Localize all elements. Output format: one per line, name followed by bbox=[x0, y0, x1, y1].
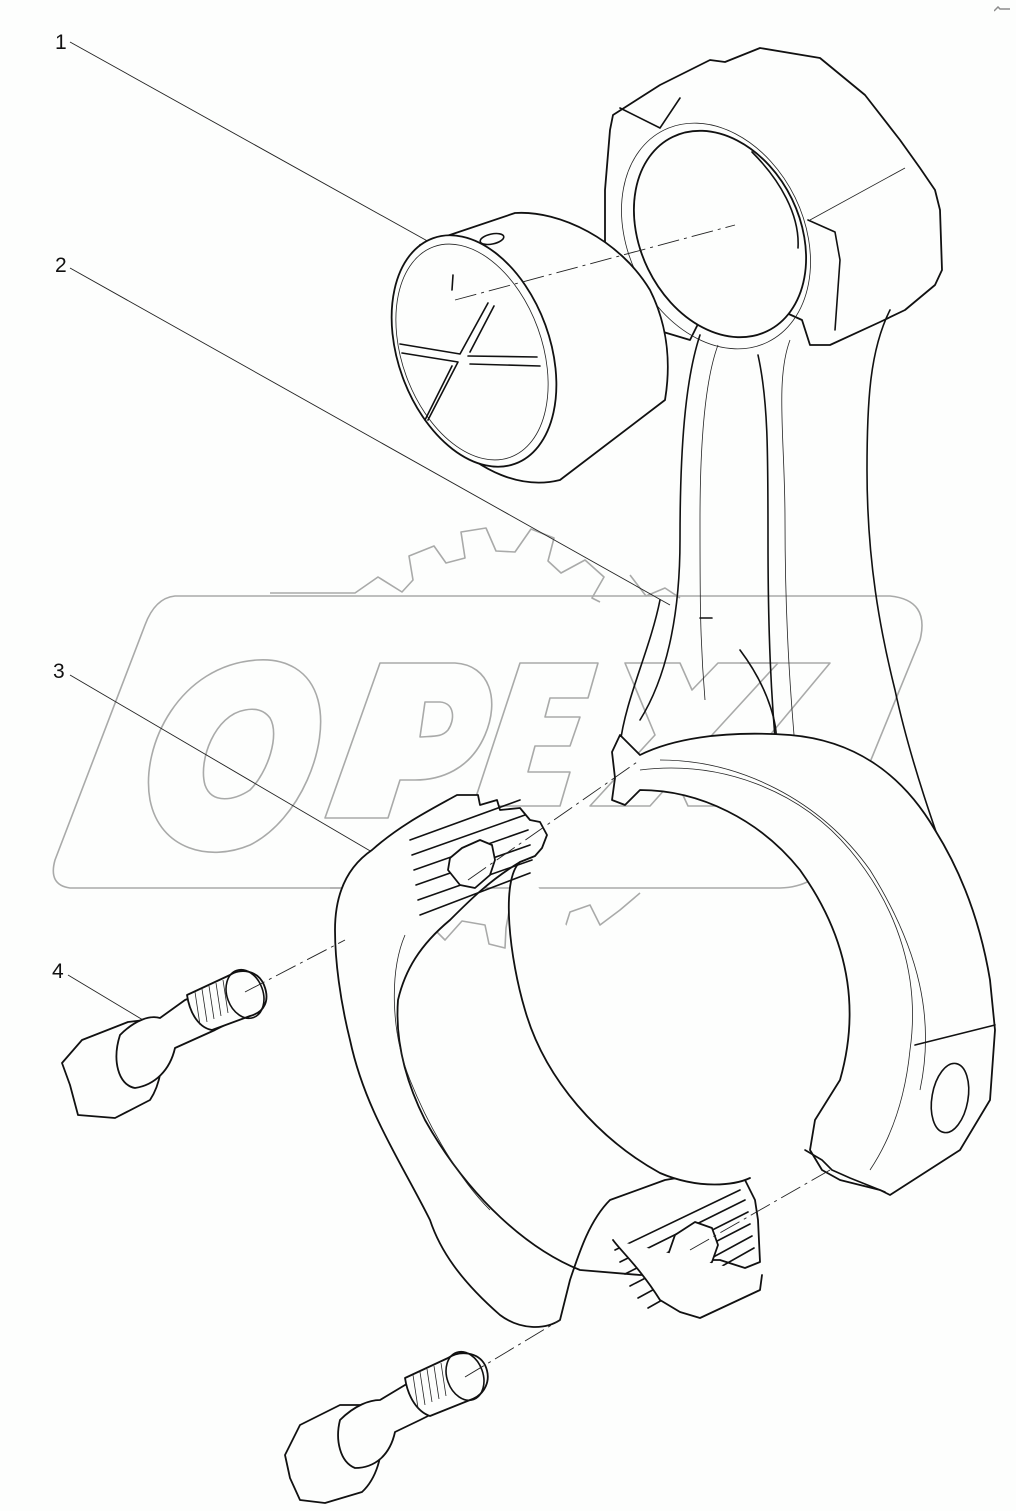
rod-bolt-upper bbox=[61, 968, 268, 1119]
callout-2: 2 bbox=[55, 254, 67, 277]
callout-4: 4 bbox=[52, 960, 64, 983]
connecting-rod bbox=[604, 47, 996, 1196]
leader-lines bbox=[67, 41, 671, 1021]
corner-mark-icon bbox=[994, 6, 1010, 12]
callout-1: 1 bbox=[55, 31, 67, 54]
rod-bolt-lower bbox=[284, 1350, 489, 1504]
callout-3: 3 bbox=[53, 660, 65, 683]
rod-cap bbox=[334, 794, 763, 1328]
assembly-axes bbox=[244, 224, 831, 1378]
small-end-bushing bbox=[390, 211, 669, 484]
